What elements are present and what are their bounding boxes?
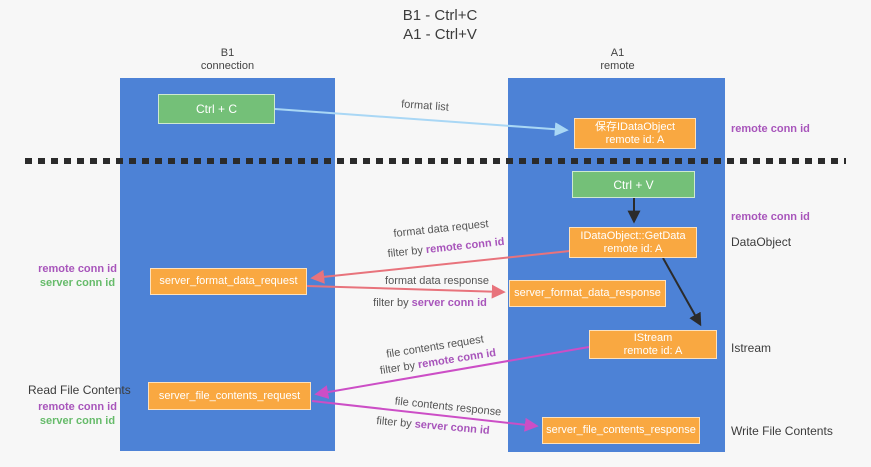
node-idataobject-getdata: IDataObject::GetData remote id: A xyxy=(569,227,697,258)
node-ctrl-v-label: Ctrl + V xyxy=(613,177,654,192)
label-remote-conn-id-mid: remote conn id xyxy=(731,211,810,223)
arrow-format-list xyxy=(274,108,569,137)
label-left-server-conn-1: server conn id xyxy=(39,277,116,289)
node-istream: IStream remote id: A xyxy=(589,330,717,359)
node-server-format-data-request: server_format_data_request xyxy=(150,268,307,295)
label-read-file-contents: Read File Contents xyxy=(28,383,131,397)
label-filter-server-1: filter by server conn id xyxy=(373,297,487,309)
node-format-response-label: server_format_data_response xyxy=(514,287,661,299)
label-format-data-response: format data response xyxy=(385,275,489,287)
label-left-remote-conn-2: remote conn id xyxy=(38,401,117,413)
server-conn-id-text: server conn id xyxy=(411,297,487,309)
header-connection: connection xyxy=(200,60,255,72)
arrow-file-contents-request xyxy=(314,346,590,399)
node-server-file-contents-response: server_file_contents_response xyxy=(542,417,700,444)
label-remote-conn-id-top: remote conn id xyxy=(731,123,810,135)
header-b1: B1 xyxy=(220,47,235,59)
label-istream: Istream xyxy=(731,341,772,355)
node-getdata-line2: remote id: A xyxy=(603,242,663,255)
node-server-format-data-response: server_format_data_response xyxy=(509,280,666,307)
node-ctrl-c-label: Ctrl + C xyxy=(195,102,237,116)
node-ctrl-v: Ctrl + V xyxy=(572,171,695,198)
node-save-idataobject-line2: remote id: A xyxy=(605,133,665,146)
arrow-file-contents-response xyxy=(311,400,539,432)
filter-by-text: filter by xyxy=(373,297,412,309)
title-line2: A1 - Ctrl+V xyxy=(403,26,477,43)
node-ctrl-c: Ctrl + C xyxy=(158,94,275,124)
arrow-format-data-response xyxy=(306,284,506,299)
node-save-idataobject: 保存IDataObject remote id: A xyxy=(574,118,696,149)
arrow-getdata-to-istream xyxy=(662,257,702,327)
node-getdata-line1: IDataObject::GetData xyxy=(580,229,686,242)
header-a1-remote: A1 remote xyxy=(550,47,685,73)
label-dataobject: DataObject xyxy=(731,235,792,249)
node-server-file-contents-request: server_file_contents_request xyxy=(148,382,311,410)
node-format-request-label: server_format_data_request xyxy=(159,275,298,287)
header-remote: remote xyxy=(600,60,635,72)
label-left-server-conn-2: server conn id xyxy=(39,415,116,427)
label-left-remote-conn-1: remote conn id xyxy=(38,263,117,275)
title-line1: B1 - Ctrl+C xyxy=(402,7,478,24)
header-b1-connection: B1 connection xyxy=(160,47,295,73)
diagram-title: B1 - Ctrl+C A1 - Ctrl+V xyxy=(350,6,530,44)
node-file-response-label: server_file_contents_response xyxy=(546,424,696,436)
header-a1: A1 xyxy=(610,47,625,59)
node-istream-line1: IStream xyxy=(633,331,673,344)
node-file-request-label: server_file_contents_request xyxy=(158,389,301,402)
node-save-idataobject-line1: 保存IDataObject xyxy=(594,120,676,133)
node-istream-line2: remote id: A xyxy=(623,344,683,357)
arrow-format-data-request xyxy=(310,250,571,284)
label-write-file-contents: Write File Contents xyxy=(731,424,833,438)
